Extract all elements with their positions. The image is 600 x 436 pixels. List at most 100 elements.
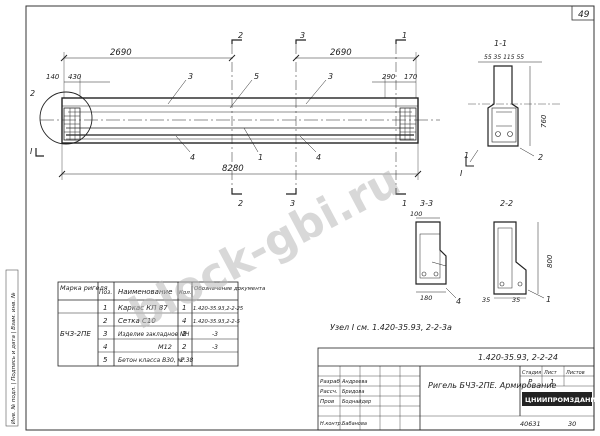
drawing-title: Ригель БЧЗ-2ПЕ. Армирование — [428, 381, 557, 390]
sheet-value: 1 — [550, 378, 554, 386]
dim-right-span: 2690 — [330, 48, 352, 58]
node-detail-circle — [39, 91, 93, 145]
spec-mark: БЧЗ-2ПЕ — [60, 330, 91, 338]
beam-elevation — [35, 39, 440, 195]
name-1: Андреева — [341, 379, 367, 385]
svg-text:2: 2 — [103, 317, 108, 325]
spec-table — [57, 281, 239, 367]
svg-text:-3: -3 — [212, 331, 218, 338]
section-3-3 — [415, 217, 457, 299]
callout-5: 5 — [254, 72, 259, 81]
svg-text:5: 5 — [103, 356, 108, 364]
section-2-2-height: 800 — [546, 254, 554, 268]
callout-3-left: 3 — [188, 72, 193, 81]
spec-row-1: 1 Каркас КП 87 1 1.420-35.93,2-2-25 — [103, 304, 244, 312]
spec-header-qty: Кол. — [179, 290, 192, 296]
spec-row-3: 3 Изделие закладное МН 2 -3 — [103, 330, 218, 338]
dim-left-span: 2690 — [110, 48, 132, 58]
callout-1: 1 — [258, 153, 263, 162]
cut-2-bottom: 2 — [238, 199, 243, 208]
spec-header-doc: Обозначение документа — [194, 286, 266, 292]
org-stamp: ЦНИИПРОМЗДАНИЙ — [525, 395, 600, 404]
title-block — [317, 347, 595, 431]
section-2-2-callout-1: 1 — [546, 295, 551, 304]
role-4: Н.контр. — [320, 421, 342, 427]
section-3-3-top-dim: 100 — [410, 210, 422, 218]
stage-value: Р — [528, 378, 533, 386]
dim-170: 170 — [404, 73, 418, 81]
role-3: Пров — [320, 399, 334, 405]
section-1-1 — [465, 61, 560, 167]
svg-text:1: 1 — [103, 304, 107, 312]
beam-outline — [61, 97, 419, 144]
cut-1-top: 1 — [402, 31, 407, 40]
section-1-1-height: 760 — [540, 114, 548, 128]
name-4: Бабанова — [342, 421, 367, 427]
svg-text:1: 1 — [182, 304, 186, 312]
cut-2-top: 2 — [238, 31, 243, 40]
section-2-2-dim-b: 35 — [512, 296, 520, 304]
svg-text:Бетон класса В30, м³: Бетон класса В30, м³ — [118, 357, 185, 364]
svg-text:4: 4 — [182, 317, 186, 325]
spec-header-mark: Марка ригеля — [60, 284, 108, 292]
dim-140: 140 — [46, 73, 60, 81]
archive-page: 30 — [568, 420, 576, 428]
spec-header-pos: Поз. — [99, 289, 112, 296]
section-1-1-callout-1: 1 — [464, 151, 469, 160]
stage-header: Стадия — [522, 370, 541, 376]
section-3-3-title: 3-3 — [420, 199, 433, 208]
section-2-2-dim-a: 35 — [482, 296, 490, 304]
spec-row-5: 5 Бетон класса В30, м³ 2.38 — [103, 356, 194, 364]
callout-2-left: 2 — [30, 89, 35, 98]
section-2-2 — [493, 221, 545, 299]
spec-row-2: 2 Сетка С10 4 1.420-35.93,2-2-5 — [103, 317, 241, 325]
archive-number: 40631 — [520, 420, 541, 428]
svg-text:1.420-35.93,2-2-5: 1.420-35.93,2-2-5 — [193, 319, 241, 325]
role-1: Разраб — [320, 379, 340, 385]
section-1-1-top-dims: 55 35 115 55 — [484, 54, 524, 61]
callout-4-right: 4 — [316, 153, 321, 162]
name-3: Боднайдер — [342, 399, 371, 405]
svg-text:2.38: 2.38 — [180, 357, 194, 364]
node-I-label: I — [30, 147, 33, 156]
svg-text:2: 2 — [182, 343, 187, 351]
sheet-number-box — [571, 5, 595, 21]
cut-3-bottom: 3 — [290, 199, 295, 208]
callout-3-right: 3 — [328, 72, 333, 81]
svg-text:2: 2 — [182, 330, 187, 338]
section-1-1-title: 1-1 — [494, 39, 507, 48]
role-2: Рассч. — [320, 389, 338, 395]
svg-text:4: 4 — [103, 343, 107, 351]
name-2: Бридова — [342, 389, 364, 395]
dim-430: 430 — [68, 73, 82, 81]
section-3-3-bottom-dim: 180 — [420, 294, 432, 302]
dim-total: 8280 — [222, 164, 244, 174]
svg-text:3: 3 — [103, 330, 107, 338]
svg-text:Изделие закладное МН: Изделие закладное МН — [118, 332, 190, 338]
section-1-1-callout-2: 2 — [538, 153, 543, 162]
spec-header-name: Наименование — [118, 288, 172, 296]
side-stamp-text: Инв. № подл. | Подпись и дата | Взам. ин… — [11, 292, 17, 424]
sheets-header: Листов — [565, 370, 585, 376]
watermark: block-gbi.ru — [121, 155, 408, 340]
svg-text:1.420-35.93,2-2-25: 1.420-35.93,2-2-25 — [193, 306, 244, 312]
cut-1-bottom: 1 — [402, 199, 407, 208]
svg-text:Сетка С10: Сетка С10 — [118, 317, 156, 325]
dim-290: 290 — [382, 73, 396, 81]
org-stamp-bg — [522, 392, 592, 406]
section-1-1-node-I: I — [460, 169, 463, 178]
svg-text:Каркас КП 87: Каркас КП 87 — [118, 304, 168, 312]
sheet-code: 1.420-35.93, 2-2-24 — [478, 353, 558, 362]
node-note: Узел I см. 1.420-35.93, 2-2-3а — [330, 323, 452, 332]
callout-4-left: 4 — [190, 153, 195, 162]
svg-text:-3: -3 — [212, 344, 218, 351]
svg-text:М12: М12 — [158, 343, 172, 351]
sheet-header: Лист — [543, 370, 558, 376]
section-2-2-title: 2-2 — [500, 199, 513, 208]
side-stamp: Инв. № подл. | Подпись и дата | Взам. ин… — [5, 269, 19, 427]
cut-3-top: 3 — [300, 31, 305, 40]
spec-row-4: 4 М12 2 -3 — [103, 343, 218, 351]
sheet-number: 49 — [578, 10, 590, 20]
